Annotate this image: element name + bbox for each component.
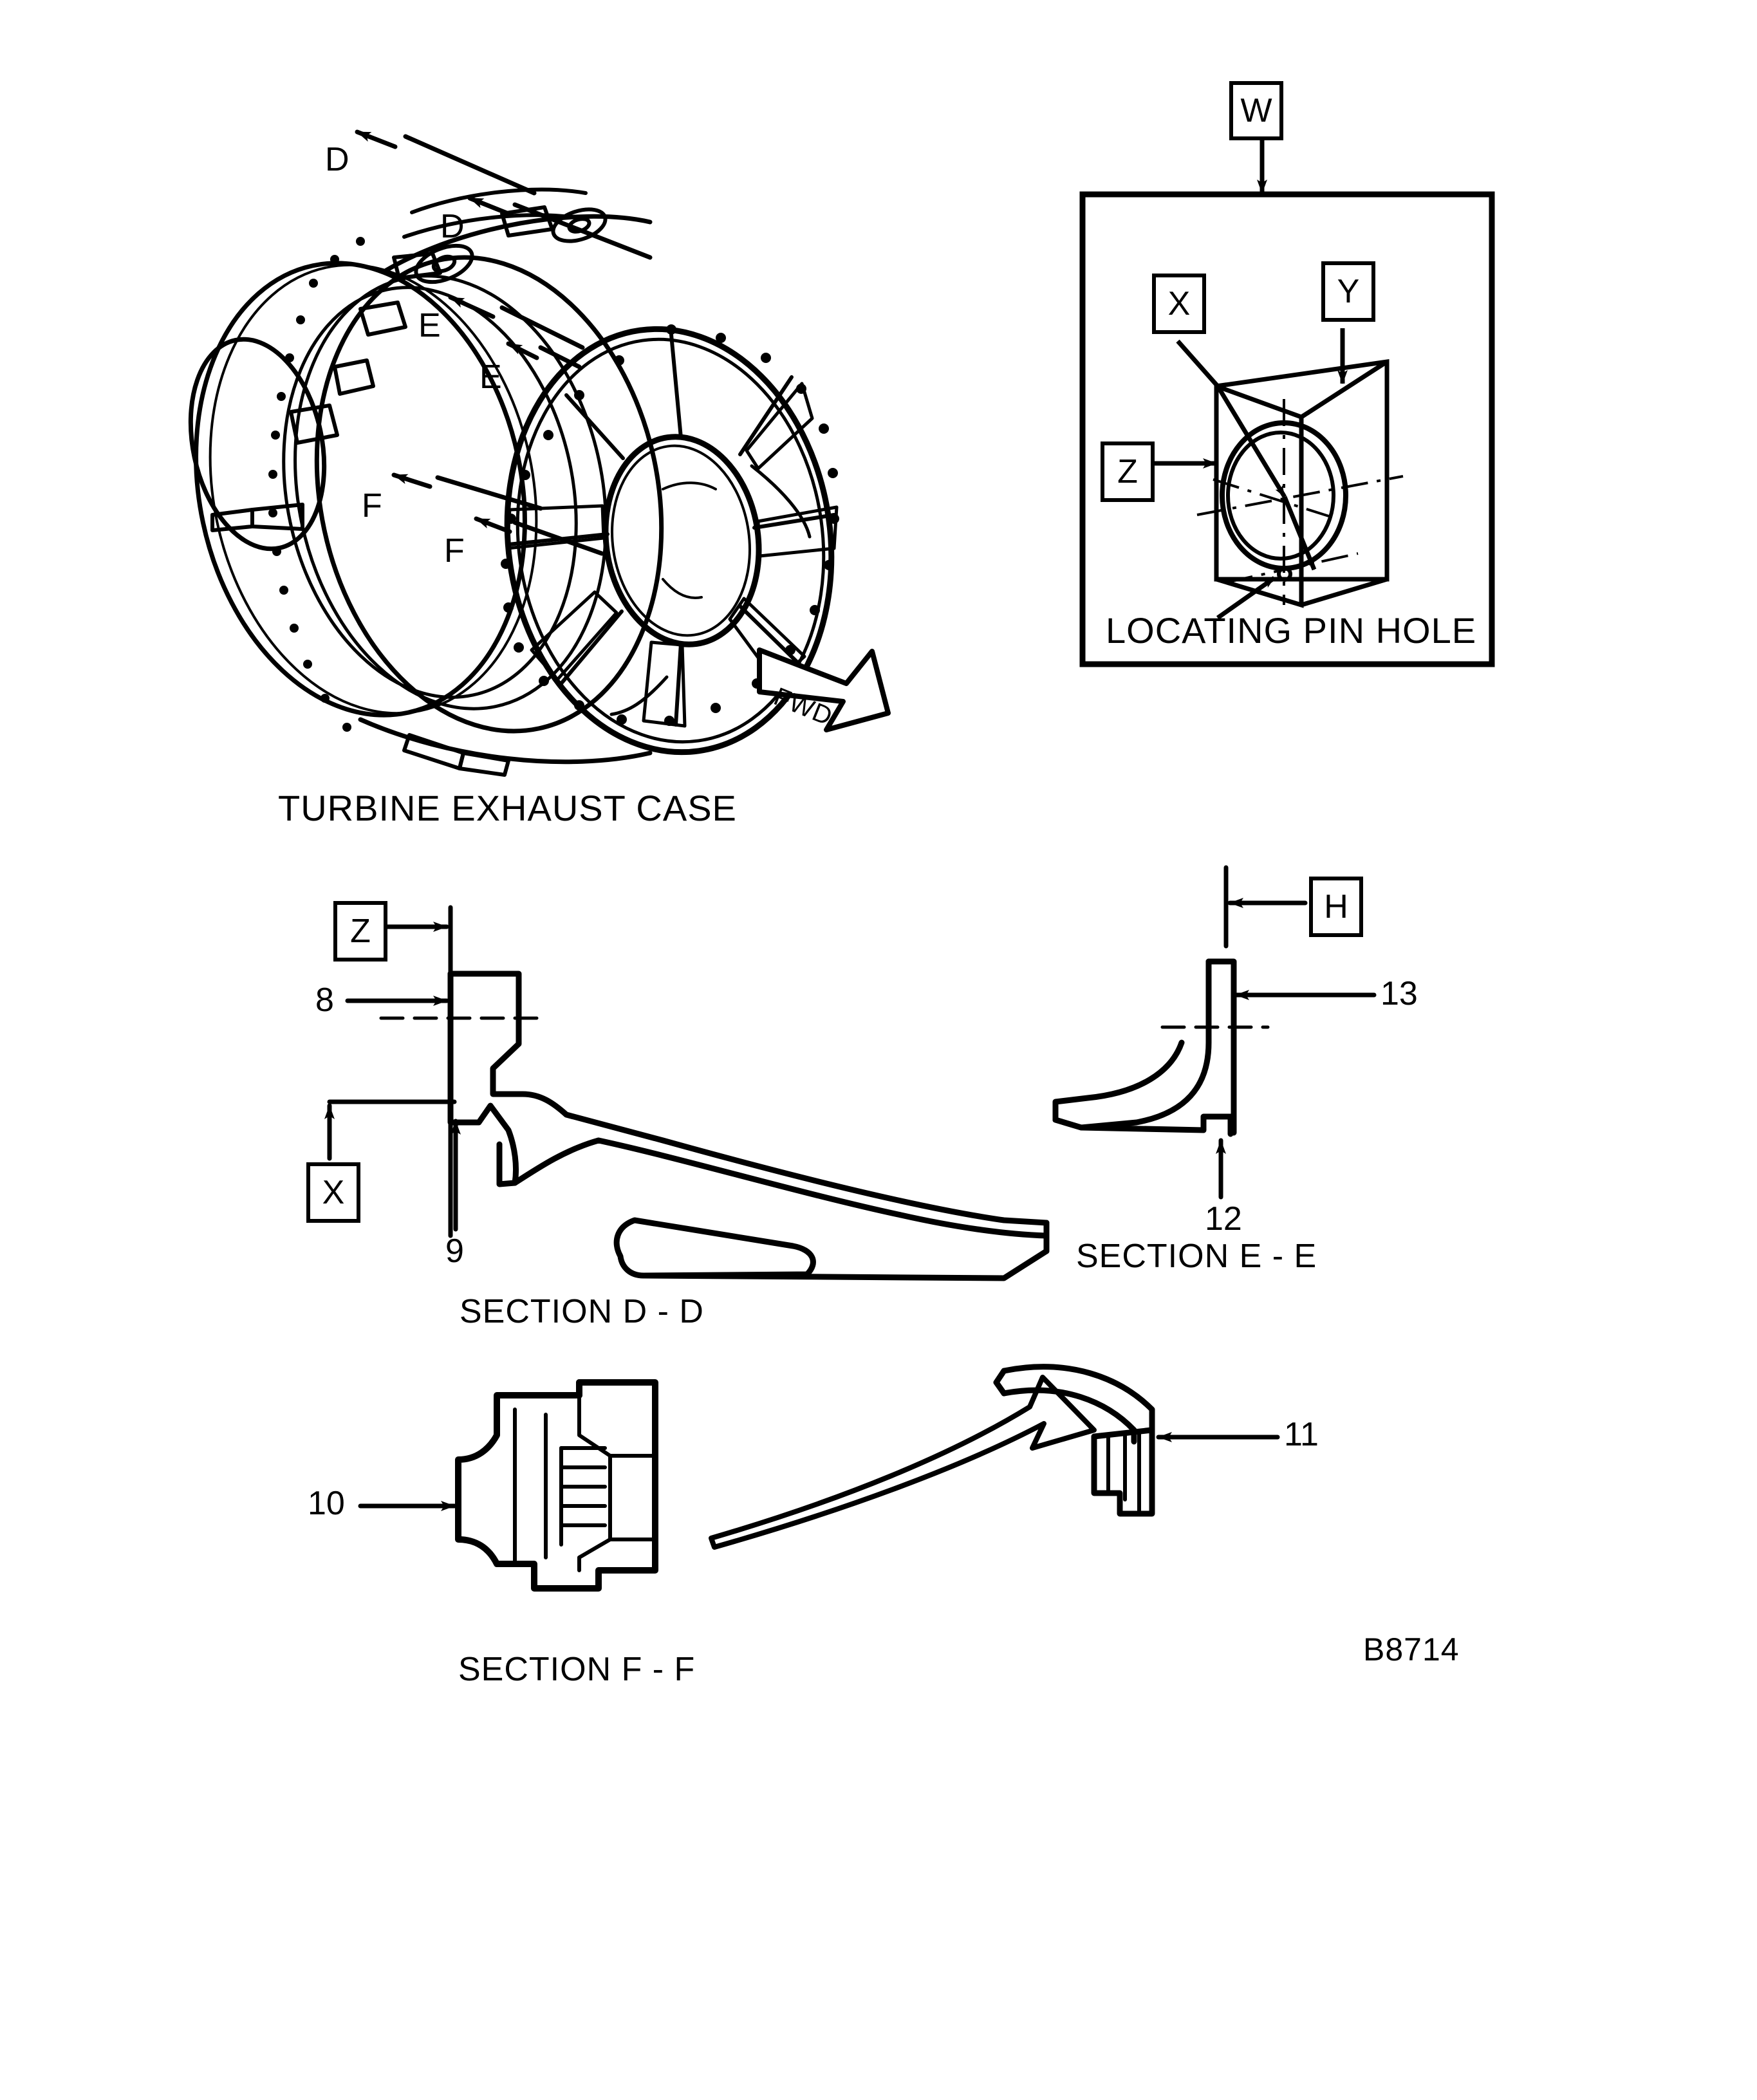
dd-profile-lower xyxy=(512,1137,1050,1239)
section-dd-illustration xyxy=(324,905,1050,1281)
section-mark-d-inner-label: D xyxy=(440,208,465,245)
dd-datum-x-box: X xyxy=(306,1162,360,1223)
case-external-fittings xyxy=(210,187,608,532)
turbine-exhaust-case-illustration xyxy=(188,129,839,777)
rear-flange-bolt-holes xyxy=(268,237,365,732)
section-arrow-e-inner xyxy=(506,341,582,369)
dd-lower-skin xyxy=(640,1248,1050,1281)
dd-item-8-number: 8 xyxy=(315,981,334,1019)
ee-profile-right xyxy=(1205,958,1237,1136)
section-ee-title: SECTION E - E xyxy=(1076,1238,1317,1275)
ee-item-13-number: 13 xyxy=(1380,975,1418,1012)
dd-datum-z-label: Z xyxy=(350,913,371,950)
datum-x-box: X xyxy=(1152,274,1206,334)
section-arrow-d-inner xyxy=(467,196,653,260)
section-dd-title: SECTION D - D xyxy=(460,1293,704,1330)
detail-w-panel xyxy=(1079,125,1495,667)
forward-flange-bolt-holes xyxy=(501,324,839,726)
ff-item-11-number: 11 xyxy=(1284,1416,1319,1453)
ff-item11-tube-bottom xyxy=(1001,1387,1137,1445)
section-ff-illustration xyxy=(358,1364,1280,1592)
datum-y-label: Y xyxy=(1337,273,1360,310)
fwd-arrow xyxy=(757,647,891,732)
ff-boss-outline xyxy=(455,1379,658,1592)
ff-item11-fitting xyxy=(1091,1427,1155,1517)
ee-profile-curve xyxy=(1052,958,1212,1131)
figure-code: B8714 xyxy=(1363,1631,1460,1668)
locating-pin-hole-marker xyxy=(1277,566,1292,582)
section-mark-e-inner-label: E xyxy=(479,358,502,396)
datum-y-box: Y xyxy=(1321,261,1375,322)
centerline-horizontal xyxy=(1196,475,1404,516)
section-arrow-f-outer xyxy=(391,472,543,511)
section-ee-illustration xyxy=(1052,865,1377,1200)
dd-item-9-number: 9 xyxy=(445,1232,464,1270)
datum-z-label: Z xyxy=(1117,453,1138,490)
dd-profile-left xyxy=(447,971,519,1187)
section-arrow-e-outer xyxy=(448,295,585,350)
main-view-title: TURBINE EXHAUST CASE xyxy=(278,788,737,828)
dd-datum-x-label: X xyxy=(322,1174,345,1211)
locating-hole-inner xyxy=(1226,431,1335,561)
x-leader-lower xyxy=(1282,496,1317,571)
detail-w-frame xyxy=(1079,191,1495,667)
section-mark-d-outer-label: D xyxy=(325,141,349,178)
datum-z-box: Z xyxy=(1101,441,1155,502)
datum-x-label: X xyxy=(1167,285,1191,322)
section-arrow-f-inner xyxy=(474,516,604,556)
ee-item-12-number: 12 xyxy=(1205,1200,1242,1238)
ff-item11-tube-top xyxy=(1001,1364,1155,1433)
pin-hole-leader xyxy=(1216,576,1276,620)
callout-w-box: W xyxy=(1229,81,1283,140)
ee-datum-h-box: H xyxy=(1309,877,1363,937)
section-arrow-d-outer xyxy=(355,129,537,196)
ee-profile-foot xyxy=(1052,1113,1234,1137)
callout-w-label: W xyxy=(1240,92,1272,129)
section-mark-f-inner-label: F xyxy=(444,532,465,570)
x-leader-upper xyxy=(1216,385,1287,498)
dd-datum-z-box: Z xyxy=(333,901,387,962)
section-mark-e-outer-label: E xyxy=(418,307,441,344)
ff-transfer-arrow xyxy=(709,1375,1097,1550)
section-mark-f-outer-label: F xyxy=(362,487,382,525)
ee-datum-h-label: H xyxy=(1324,888,1348,925)
locating-pin-hole-caption: LOCATING PIN HOLE xyxy=(1106,610,1477,651)
dd-inner-rib xyxy=(613,1217,816,1279)
ff-item-10-number: 10 xyxy=(308,1485,345,1522)
dd-profile-upper xyxy=(447,971,1050,1226)
section-ff-title: SECTION F - F xyxy=(458,1651,696,1688)
